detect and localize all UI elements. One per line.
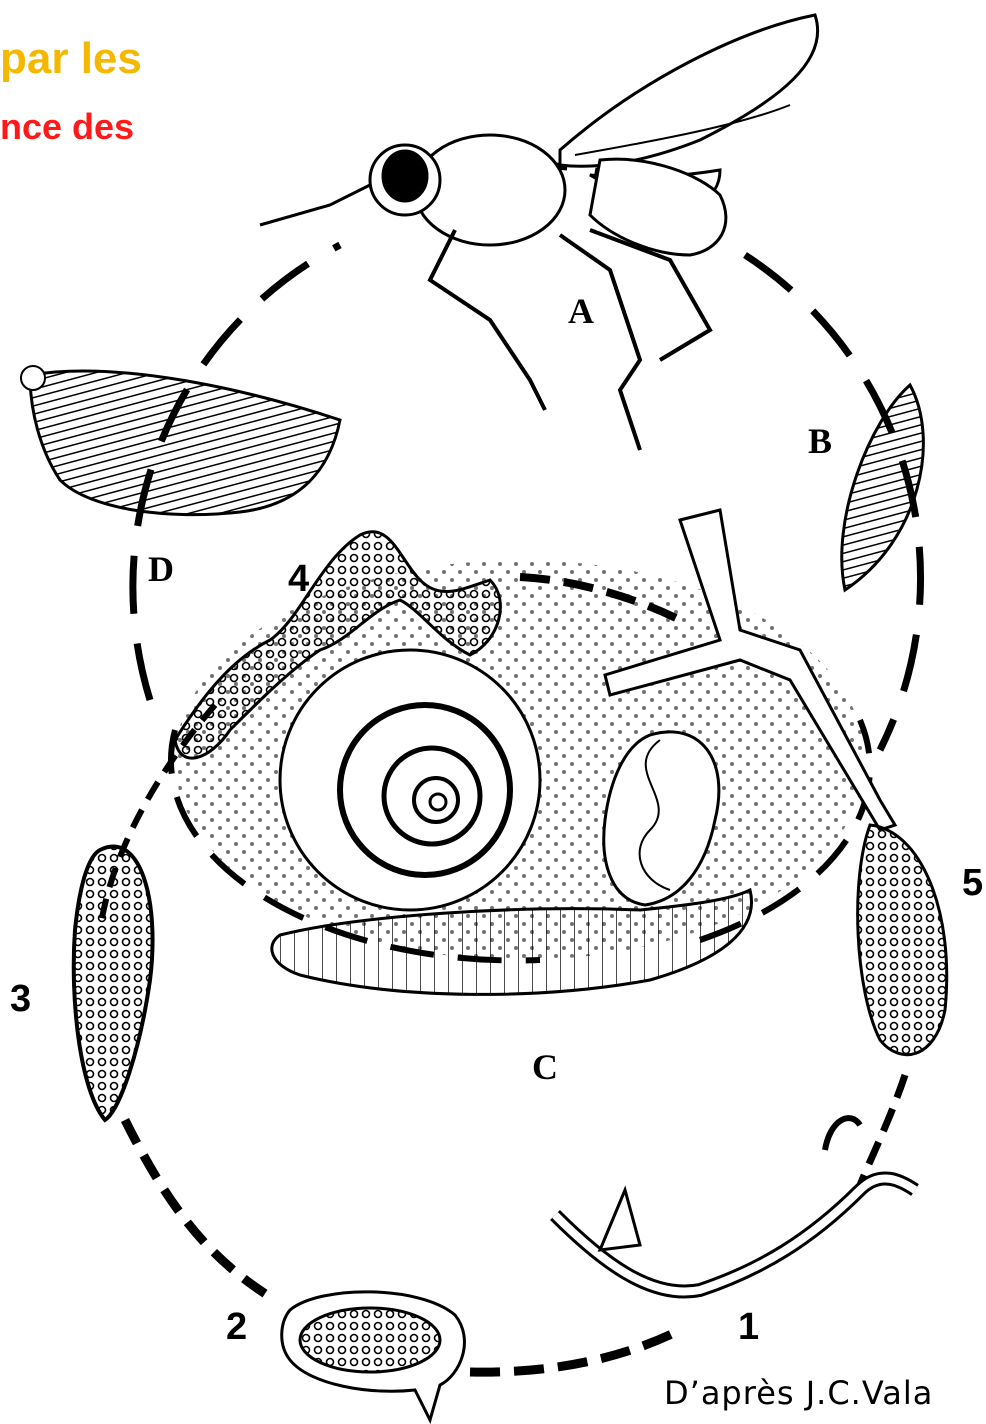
label-step-5: 5 (962, 862, 983, 905)
label-step-1: 1 (738, 1306, 759, 1349)
label-stage-c: C (532, 1046, 558, 1088)
label-stage-b: B (808, 420, 832, 462)
label-stage-d: D (148, 548, 174, 590)
label-step-4: 4 (288, 558, 309, 601)
label-stage-a: A (568, 290, 594, 332)
snail-shell-icon (280, 650, 540, 910)
fly-icon (260, 15, 818, 450)
miracidium-icon (74, 847, 153, 1120)
label-step-3: 3 (10, 978, 31, 1021)
credit-text: D’après J.C.Vala (664, 1374, 933, 1412)
parasite-icon (555, 1118, 915, 1291)
puparium-icon (21, 366, 340, 515)
parasite-egg-icon (282, 1292, 465, 1420)
label-step-2: 2 (226, 1306, 247, 1349)
